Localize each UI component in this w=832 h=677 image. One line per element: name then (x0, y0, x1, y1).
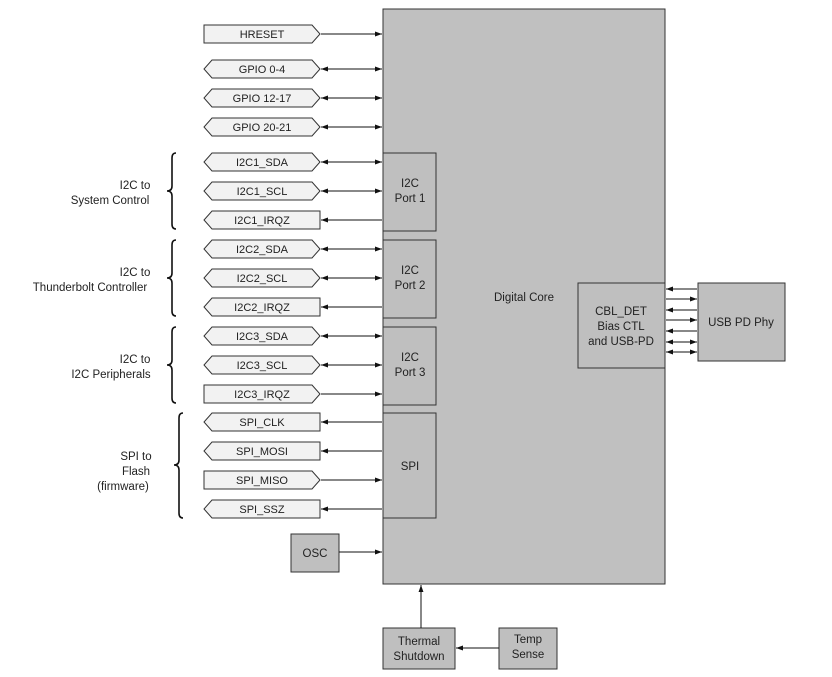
pin-spi-mosi (203, 441, 321, 461)
cbl-det-line1: CBL_DET (595, 306, 647, 318)
group-braces (166, 152, 184, 519)
port-blocks: I2C Port 1 I2C Port 2 I2C Port 3 SPI (382, 152, 437, 519)
pin-spi-miso (203, 470, 321, 490)
pin-i2c1-scl (203, 181, 321, 201)
i2c-port-2-line2: Port 2 (395, 280, 426, 292)
pin-i2c2-sda (203, 239, 321, 259)
pin-i2c1-irqz (203, 210, 321, 230)
pin-label: SPI_MISO (236, 475, 288, 487)
pin-spi-clk (203, 412, 321, 432)
thermal-line2: Shutdown (393, 651, 444, 663)
pin-spi-ssz (203, 499, 321, 519)
pin-i2c3-scl (203, 355, 321, 375)
pin-label: I2C1_SDA (236, 157, 289, 169)
i2c-port-1-line2: Port 1 (395, 193, 426, 205)
temp-line1: Temp (514, 634, 542, 646)
cbl-det-line3: and USB-PD (588, 336, 654, 348)
brace-i2c-peripherals (166, 326, 177, 404)
pin-label: SPI_SSZ (239, 504, 285, 516)
pin-i2c1-sda (203, 152, 321, 172)
pin-label: I2C2_IRQZ (234, 302, 290, 314)
pin-label: I2C1_SCL (237, 186, 288, 198)
cbl-det-block (577, 282, 666, 369)
thermal-line1: Thermal (398, 636, 440, 648)
osc-label: OSC (303, 548, 328, 560)
i2c-port-1-line1: I2C (401, 178, 419, 190)
group-spi-flash-line2: Flash (122, 466, 150, 478)
phy-wires (666, 286, 697, 355)
thermal-shutdown-block (382, 627, 456, 670)
pin-label: I2C2_SDA (236, 244, 289, 256)
group-system-control-line2: System Control (71, 195, 150, 207)
pin-hreset (203, 24, 321, 44)
i2c-port-2-line1: I2C (401, 265, 419, 277)
temp-line2: Sense (512, 649, 545, 661)
group-thunderbolt-line1: I2C to (120, 267, 151, 279)
i2c-port-3-block (382, 326, 437, 406)
pin-i2c2-irqz (203, 297, 321, 317)
osc-block (290, 533, 340, 573)
pin-label: SPI_CLK (239, 417, 285, 429)
pin-i2c2-scl (203, 268, 321, 288)
i2c-port-3-line2: Port 3 (395, 367, 426, 379)
group-spi-flash-line1: SPI to (120, 451, 151, 463)
pin-gpio-0-4 (203, 59, 321, 79)
pin-i2c3-irqz (203, 384, 321, 404)
brace-system-control (166, 152, 177, 230)
group-i2c-peripherals-line1: I2C to (120, 354, 151, 366)
signal-wires (321, 31, 382, 512)
group-labels: I2C to System Control I2C to Thunderbolt… (33, 180, 152, 493)
brace-spi-flash (173, 412, 184, 519)
usb-pd-phy-label: USB PD Phy (708, 317, 774, 329)
pin-label: SPI_MOSI (236, 446, 288, 458)
pin-label: I2C2_SCL (237, 273, 288, 285)
digital-core-label: Digital Core (494, 292, 554, 304)
i2c-port-3-line1: I2C (401, 352, 419, 364)
brace-thunderbolt (166, 239, 177, 317)
pin-label: GPIO 0-4 (239, 64, 285, 76)
group-spi-flash-line3: (firmware) (97, 481, 149, 493)
spi-port-block (382, 412, 437, 519)
pin-label: I2C1_IRQZ (234, 215, 290, 227)
i2c-port-1-block (382, 152, 437, 232)
group-system-control-line1: I2C to (120, 180, 151, 192)
pin-label: I2C3_IRQZ (234, 389, 290, 401)
pin-gpio-20-21 (203, 117, 321, 137)
usb-pd-phy-block (697, 282, 786, 362)
i2c-port-2-block (382, 239, 437, 319)
cbl-det-line2: Bias CTL (597, 321, 645, 333)
pin-label: GPIO 20-21 (233, 122, 292, 134)
spi-port-label: SPI (401, 461, 420, 473)
group-i2c-peripherals-line2: I2C Peripherals (71, 369, 151, 381)
pin-label: I2C3_SDA (236, 331, 289, 343)
pin-label: GPIO 12-17 (233, 93, 292, 105)
pin-i2c3-sda (203, 326, 321, 346)
pin-label: HRESET (240, 29, 285, 41)
pin-label: I2C3_SCL (237, 360, 288, 372)
group-thunderbolt-line2: Thunderbolt Controller (33, 282, 148, 294)
pin-gpio-12-17 (203, 88, 321, 108)
